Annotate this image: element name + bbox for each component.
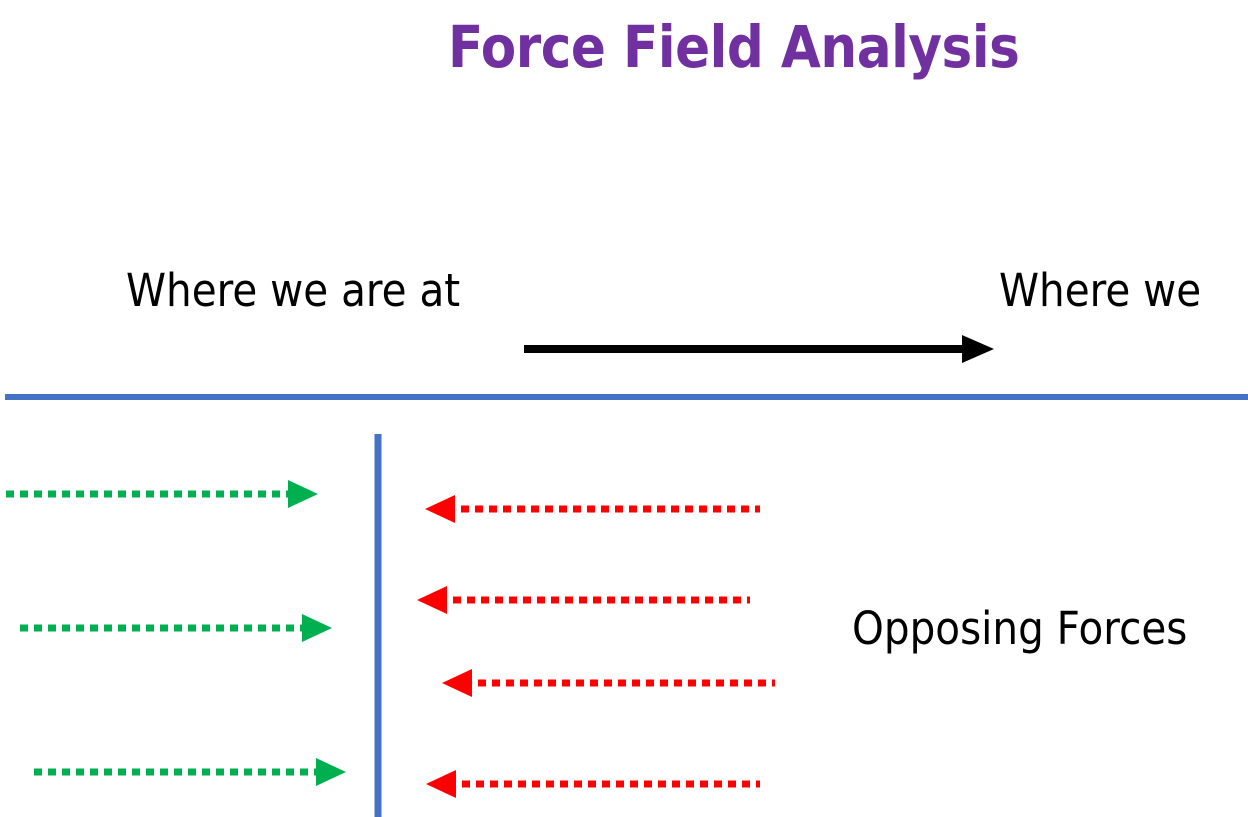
opposing-force-head [425,495,455,523]
opposing-force-head [442,669,472,697]
desired-state-label: Where we [999,264,1202,317]
opposing-force-head [426,770,456,798]
opposing-forces-label: Opposing Forces [852,602,1188,655]
driving-force-arrow [34,758,346,786]
opposing-force-arrow [417,586,750,614]
opposing-force-head [417,586,447,614]
driving-force-head [316,758,346,786]
opposing-force-arrow [425,495,760,523]
driving-force-head [288,480,318,508]
direction-arrow [524,335,994,363]
current-state-label: Where we are at [126,264,461,317]
driving-force-head [302,614,332,642]
opposing-force-arrow [442,669,775,697]
diagram-title: Force Field Analysis [448,13,1020,81]
direction-arrow-head [962,335,994,363]
driving-force-arrow [6,480,318,508]
opposing-force-arrow [426,770,760,798]
driving-force-arrow [20,614,332,642]
